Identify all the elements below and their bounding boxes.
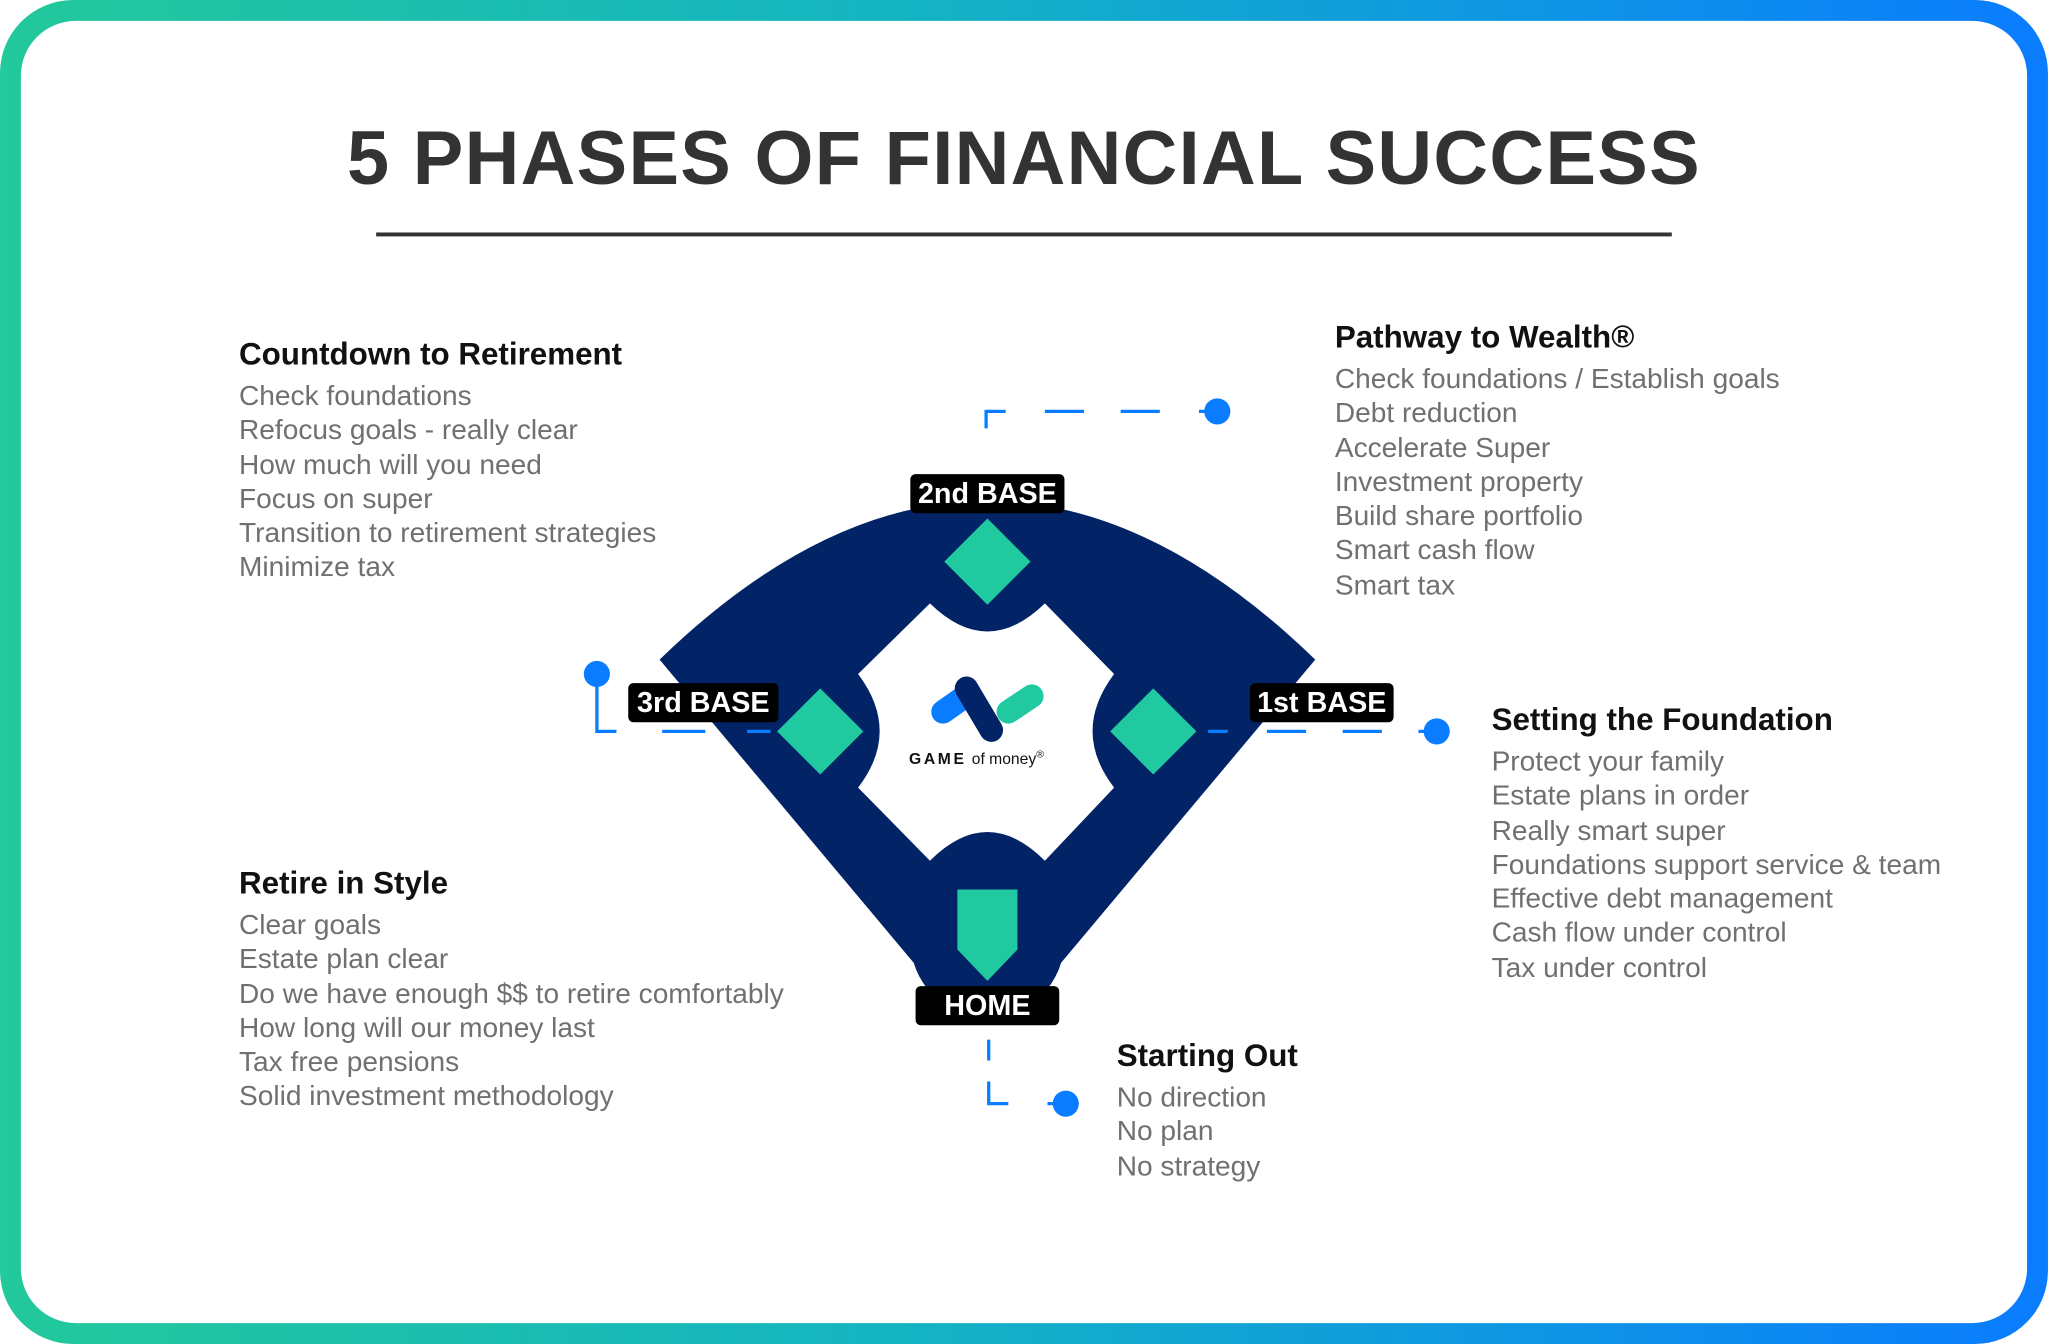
home-label: HOME	[915, 986, 1060, 1026]
list-item: Estate plans in order	[1491, 780, 1750, 812]
list-item: Focus on super	[239, 483, 433, 515]
list-item: Solid investment methodology	[239, 1080, 614, 1113]
logo-of-money: of money	[971, 749, 1037, 768]
phase-heading: Pathway to Wealth®	[1334, 319, 1635, 356]
list-item: Clear goals	[239, 909, 382, 941]
list-item: Do we have enough $$ to retire comfortab…	[239, 977, 784, 1010]
first-base-label: 1st BASE	[1249, 683, 1394, 723]
list-item: Investment property	[1334, 466, 1584, 498]
list-item: Transition to retirement strategies	[239, 517, 657, 549]
list-item: Smart tax	[1334, 569, 1455, 601]
list-item: Build share portfolio	[1334, 500, 1584, 532]
phase-heading: Setting the Foundation	[1491, 702, 1833, 738]
second-base-label: 2nd BASE	[910, 474, 1065, 514]
phase-starting: Starting Out No direction No plan No str…	[1117, 1038, 1298, 1183]
list-item: Check foundations / Establish goals	[1334, 363, 1780, 395]
list-item: Really smart super	[1491, 814, 1726, 846]
phase-retire: Retire in Style Clear goals Estate plan …	[239, 866, 784, 1114]
list-item: Minimize tax	[239, 551, 396, 584]
title-underline	[376, 232, 1672, 237]
list-item: How much will you need	[239, 448, 542, 481]
list-item: No strategy	[1116, 1150, 1261, 1182]
list-item: How long will our money last	[239, 1012, 595, 1044]
list-item: No plan	[1116, 1115, 1214, 1148]
page-title: 5 PHASES OF FINANCIAL SUCCESS	[346, 116, 1701, 202]
list-item: Accelerate Super	[1334, 431, 1551, 464]
list-item: Foundations support service & team	[1491, 848, 1942, 881]
first-base-icon	[1110, 688, 1197, 775]
phase-heading: Starting Out	[1116, 1038, 1298, 1074]
phase-heading: Countdown to Retirement	[239, 336, 623, 373]
phase-heading: Retire in Style	[239, 865, 449, 902]
logo-reg: ®	[1036, 748, 1044, 761]
list-item: Debt reduction	[1334, 397, 1518, 429]
list-item: Smart cash flow	[1334, 534, 1535, 567]
phase-countdown: Countdown to Retirement Check foundation…	[239, 337, 656, 585]
phase-foundation: Setting the Foundation Protect your fami…	[1492, 703, 1942, 985]
starting-dot-icon	[1052, 1090, 1079, 1117]
connector-lines	[595, 409, 1437, 1106]
list-item: No direction	[1116, 1081, 1267, 1113]
logo-mark-icon	[931, 676, 1044, 742]
list-item: Effective debt management	[1491, 883, 1833, 915]
third-base-label: 3rd BASE	[628, 683, 779, 723]
list-item: Refocus goals - really clear	[239, 414, 578, 446]
foundation-dot-icon	[1423, 718, 1450, 745]
countdown-dot-icon	[583, 660, 610, 688]
home-plate-icon	[957, 889, 1018, 981]
list-item: Estate plan clear	[239, 943, 449, 975]
list-item: Cash flow under control	[1491, 917, 1787, 949]
list-item: Tax free pensions	[239, 1046, 460, 1078]
list-item: Protect your family	[1491, 745, 1725, 778]
pathway-dot-icon	[1204, 398, 1231, 425]
third-base-icon	[777, 688, 864, 775]
logo-game: GAME	[909, 749, 967, 768]
list-item: Check foundations	[239, 380, 472, 412]
phase-pathway: Pathway to Wealth® Check foundations / E…	[1335, 320, 1780, 602]
list-item: Tax under control	[1491, 951, 1707, 984]
